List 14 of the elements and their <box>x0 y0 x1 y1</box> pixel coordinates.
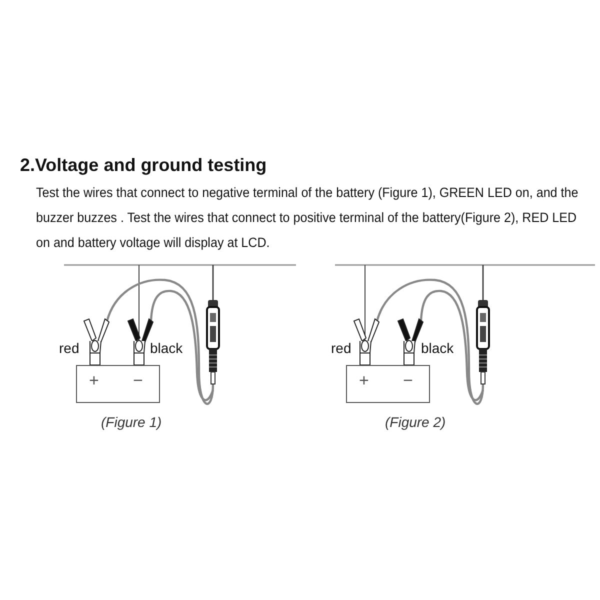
terminal-sign: + <box>359 371 369 391</box>
instruction-paragraph: Test the wires that connect to negative terminal of the battery (Figure 1), GREEN LED on, and the buzzer buzzes . Test the wires that connect to positive terminal of the battery(Figure 2), RED LED on and battery voltage will display at LCD. <box>36 184 580 252</box>
battery-box <box>76 365 160 403</box>
figure-caption: (Figure 1) <box>101 414 162 430</box>
terminal-sign: − <box>133 371 143 391</box>
heading: 2.Voltage and ground testing <box>20 155 267 176</box>
clip-label: red <box>331 340 352 356</box>
clip-label: black <box>421 340 454 356</box>
battery-box <box>346 365 430 403</box>
clip-label: black <box>150 340 183 356</box>
terminal-sign: + <box>89 371 99 391</box>
terminal-sign: − <box>403 371 413 391</box>
figure-caption: (Figure 2) <box>385 414 446 430</box>
clip-label: red <box>59 340 80 356</box>
